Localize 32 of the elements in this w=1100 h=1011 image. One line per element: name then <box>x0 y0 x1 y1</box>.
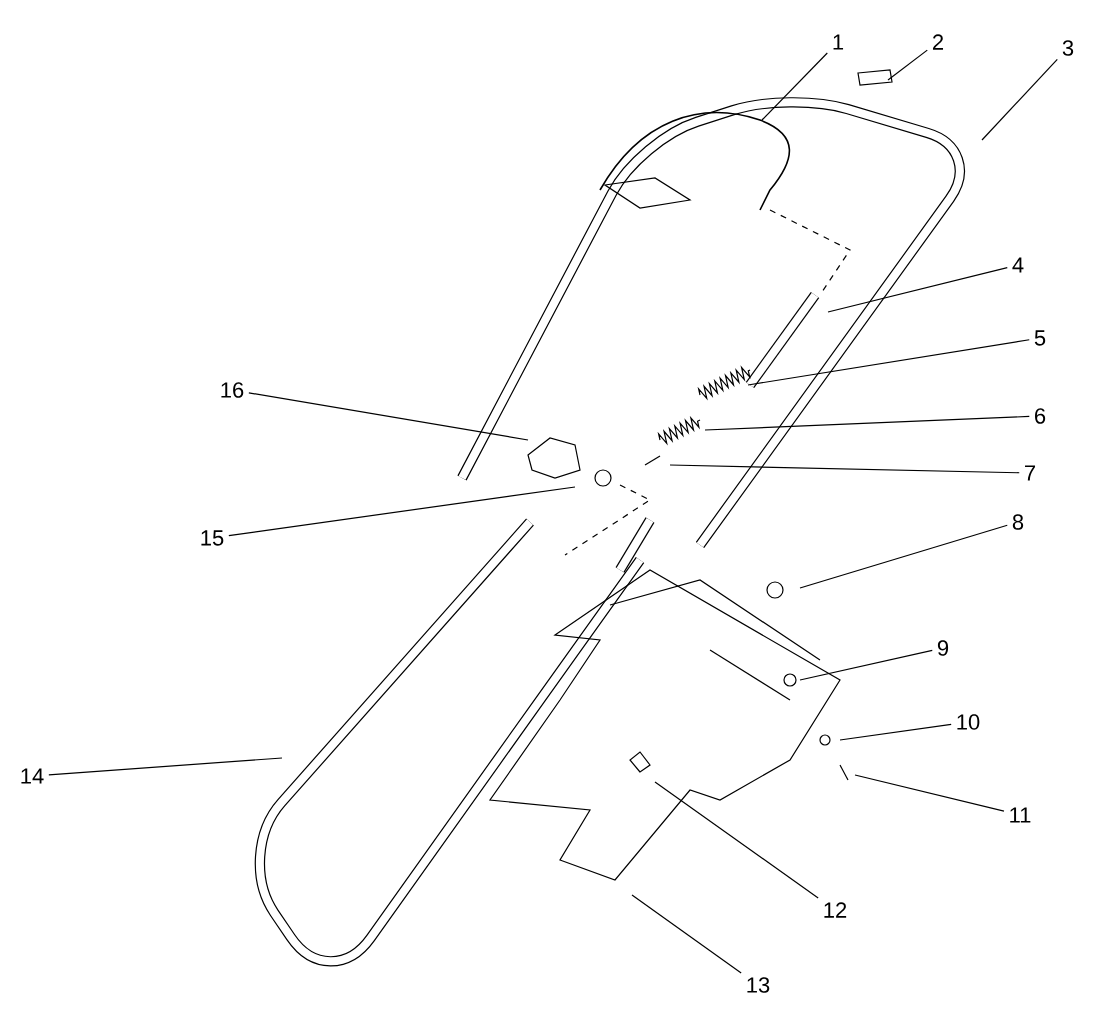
leader-line <box>761 52 828 121</box>
callout-number: 2 <box>933 34 943 50</box>
callout-number: 13 <box>747 977 770 993</box>
leader-line <box>854 774 1005 812</box>
callout-number: 4 <box>1012 257 1024 273</box>
leader-line <box>48 757 283 776</box>
leader-line <box>887 49 928 81</box>
callout-number: 6 <box>1035 408 1046 424</box>
leader-line <box>654 781 819 899</box>
callout-number: 3 <box>1062 40 1074 56</box>
leader-line <box>839 723 952 741</box>
leader-line <box>799 649 933 681</box>
leader-line <box>747 339 1030 386</box>
callout-number: 10 <box>957 714 980 730</box>
callout-number: 15 <box>201 530 224 546</box>
leader-line <box>669 464 1020 474</box>
callout-number: 8 <box>1012 514 1024 530</box>
callout-number: 1 <box>833 34 844 50</box>
leader-line <box>248 392 529 441</box>
callout-number: 7 <box>1025 465 1035 481</box>
leader-line <box>799 524 1008 589</box>
leader-line <box>981 58 1058 141</box>
callout-number: 11 <box>1010 807 1031 823</box>
leader-line <box>704 415 1030 431</box>
callout-number: 5 <box>1034 330 1046 346</box>
callout-number: 16 <box>221 382 244 398</box>
leader-line <box>631 894 742 974</box>
callout-number: 12 <box>824 902 847 918</box>
callout-number: 9 <box>937 640 949 656</box>
callout-number: 14 <box>21 768 44 784</box>
leader-line <box>827 267 1008 313</box>
leader-line <box>228 486 576 537</box>
